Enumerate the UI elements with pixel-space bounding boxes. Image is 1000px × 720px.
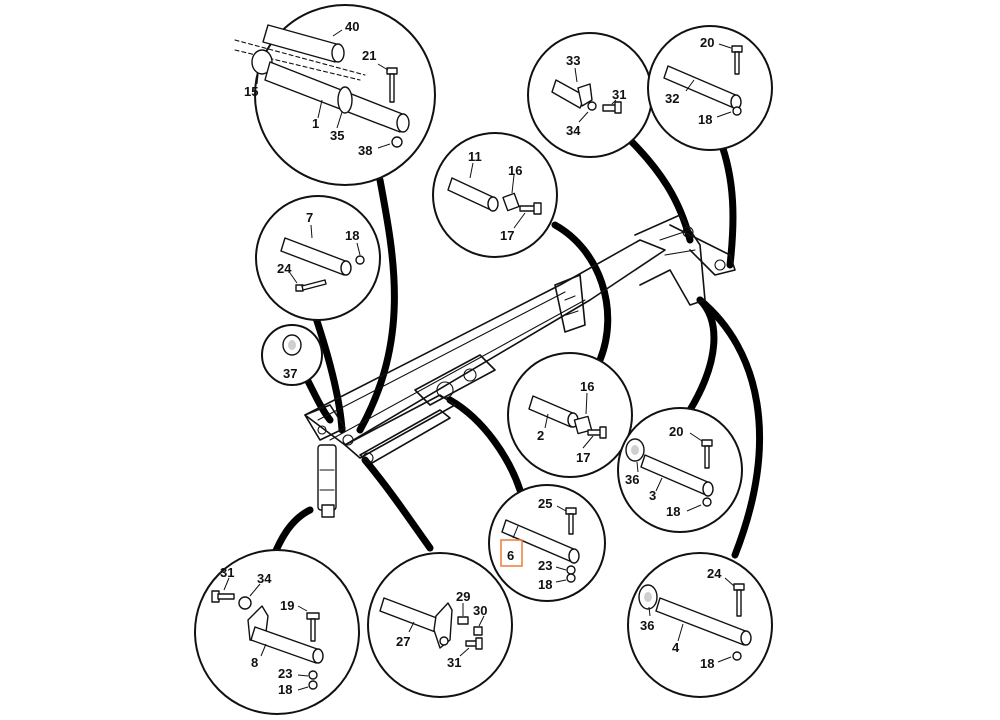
callout-37: 37 <box>283 366 297 381</box>
callout-32: 32 <box>665 91 679 106</box>
callout-1: 1 <box>312 116 319 131</box>
callout-34: 34 <box>566 123 581 138</box>
detail-circle-1: 40 21 15 1 35 38 <box>234 4 436 186</box>
callout-7: 7 <box>306 210 313 225</box>
callout-18: 18 <box>345 228 359 243</box>
callout-17: 17 <box>576 450 590 465</box>
callout-27: 27 <box>396 634 410 649</box>
callout-23: 23 <box>538 558 552 573</box>
callout-20: 20 <box>700 35 714 50</box>
callout-33: 33 <box>566 53 580 68</box>
callout-4: 4 <box>672 640 680 655</box>
callout-2: 2 <box>537 428 544 443</box>
callout-25: 25 <box>538 496 552 511</box>
detail-circle-11: 31 34 19 8 23 18 <box>194 549 360 715</box>
callout-34: 34 <box>257 571 272 586</box>
callout-11: 11 <box>468 149 482 164</box>
detail-circle-2: 7 18 24 <box>255 195 381 321</box>
callout-31: 31 <box>447 655 461 670</box>
callout-29: 29 <box>456 589 470 604</box>
detail-circle-12: 29 30 27 31 <box>367 552 513 698</box>
callout-18: 18 <box>698 112 712 127</box>
callout-20: 20 <box>669 424 683 439</box>
leader-lines <box>268 136 763 564</box>
highlight-box-6 <box>500 539 523 567</box>
callout-24: 24 <box>277 261 292 276</box>
callout-16: 16 <box>580 379 594 394</box>
detail-circle-9: 25 6 23 18 <box>488 484 606 602</box>
detail-circle-7: 16 2 17 <box>507 352 633 478</box>
callout-38: 38 <box>358 143 372 158</box>
callout-16: 16 <box>508 163 522 178</box>
callout-36: 36 <box>625 472 639 487</box>
callout-40: 40 <box>345 19 359 34</box>
callout-35: 35 <box>330 128 344 143</box>
callout-15: 15 <box>244 84 258 99</box>
callout-6-highlighted: 6 <box>507 548 514 563</box>
detail-circle-4: 11 16 17 <box>432 132 558 258</box>
main-frame <box>304 214 736 518</box>
detail-circle-10: 24 36 4 18 <box>627 552 773 698</box>
callout-31: 31 <box>220 565 234 580</box>
callout-17: 17 <box>500 228 514 243</box>
callout-30: 30 <box>473 603 487 618</box>
callout-8: 8 <box>251 655 258 670</box>
callout-18: 18 <box>278 682 292 697</box>
detail-circle-8: 20 36 3 18 <box>617 407 743 533</box>
callout-31: 31 <box>612 87 626 102</box>
detail-circle-3: 37 <box>261 324 323 386</box>
detail-circle-6: 20 32 18 <box>647 25 773 151</box>
callout-21: 21 <box>362 48 376 63</box>
callout-24: 24 <box>707 566 722 581</box>
callout-3: 3 <box>649 488 656 503</box>
callout-18: 18 <box>538 577 552 592</box>
callout-36: 36 <box>640 618 654 633</box>
detail-circle-5: 33 31 34 <box>527 32 653 158</box>
callout-19: 19 <box>280 598 294 613</box>
callout-18: 18 <box>700 656 714 671</box>
callout-23: 23 <box>278 666 292 681</box>
callout-18: 18 <box>666 504 680 519</box>
